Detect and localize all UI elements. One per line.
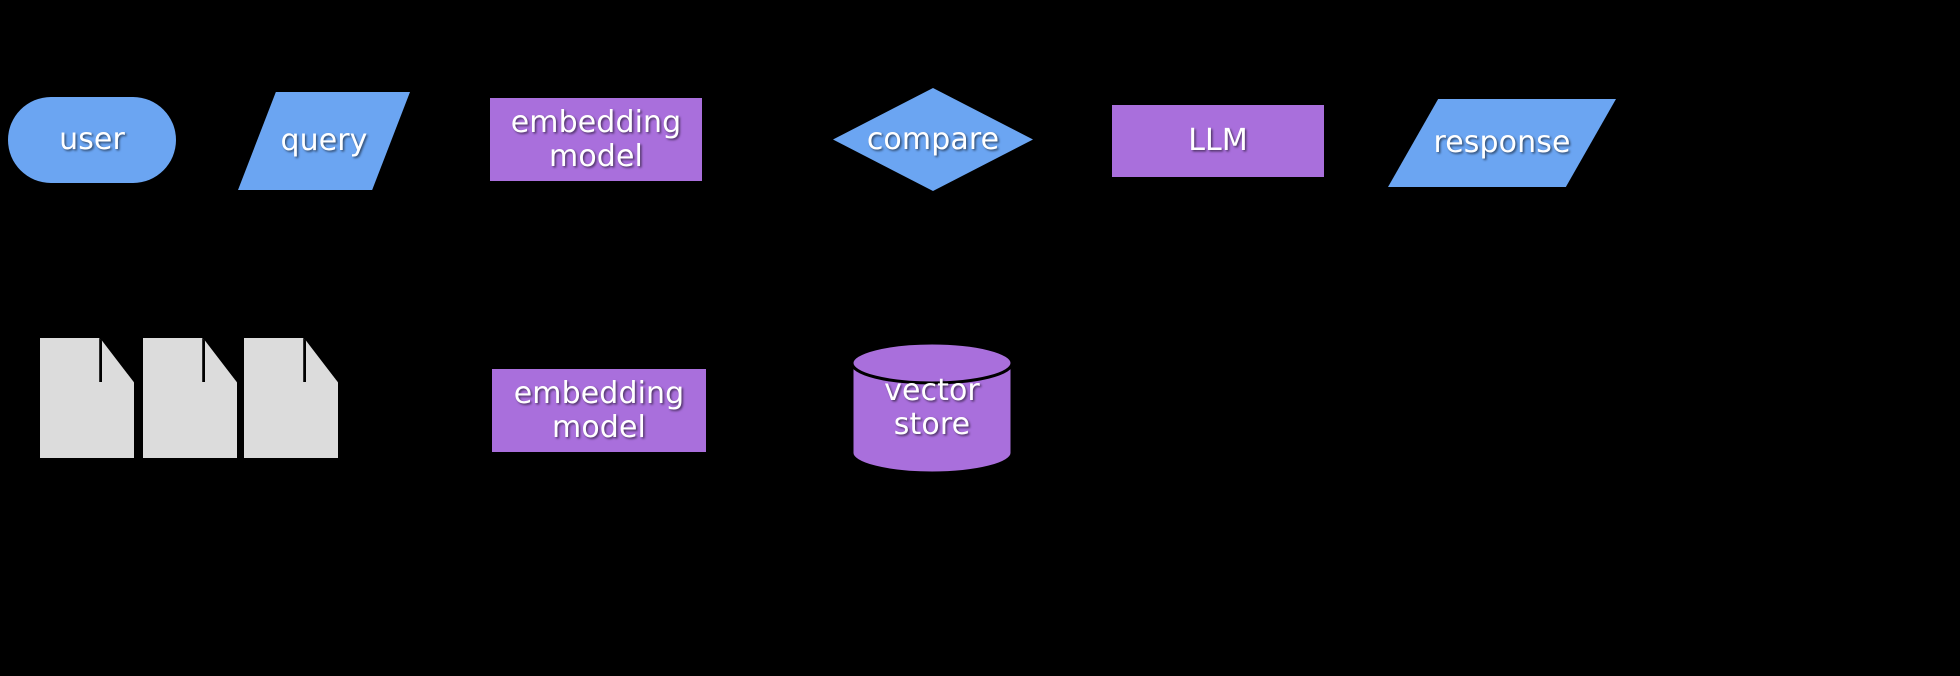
document-page-icon — [40, 338, 134, 458]
node-vector-store[interactable]: vector store — [848, 341, 1016, 475]
node-document-1[interactable] — [40, 338, 134, 458]
node-label-user: user — [59, 122, 125, 158]
node-label-embedding-model-top: embedding model — [510, 104, 682, 174]
document-fold-icon — [306, 340, 338, 383]
node-embedding-model-top[interactable]: embedding model — [490, 98, 702, 181]
node-label-query: query — [280, 123, 368, 159]
node-label-vector-store: vector store — [884, 373, 980, 442]
node-label-compare: compare — [866, 121, 1000, 157]
document-page-icon — [244, 338, 338, 458]
cylinder-icon — [850, 341, 1014, 475]
node-label-llm: LLM — [1188, 123, 1248, 159]
node-user[interactable]: user — [8, 97, 176, 183]
node-document-3[interactable] — [244, 338, 338, 458]
node-llm[interactable]: LLM — [1112, 105, 1324, 177]
node-label-response: response — [1433, 125, 1571, 161]
document-fold-icon — [205, 340, 237, 383]
node-embedding-model-bottom[interactable]: embedding model — [492, 369, 706, 452]
node-document-2[interactable] — [143, 338, 237, 458]
node-label-embedding-model-bottom: embedding model — [513, 375, 685, 445]
document-fold-icon — [102, 340, 134, 383]
document-page-icon — [143, 338, 237, 458]
